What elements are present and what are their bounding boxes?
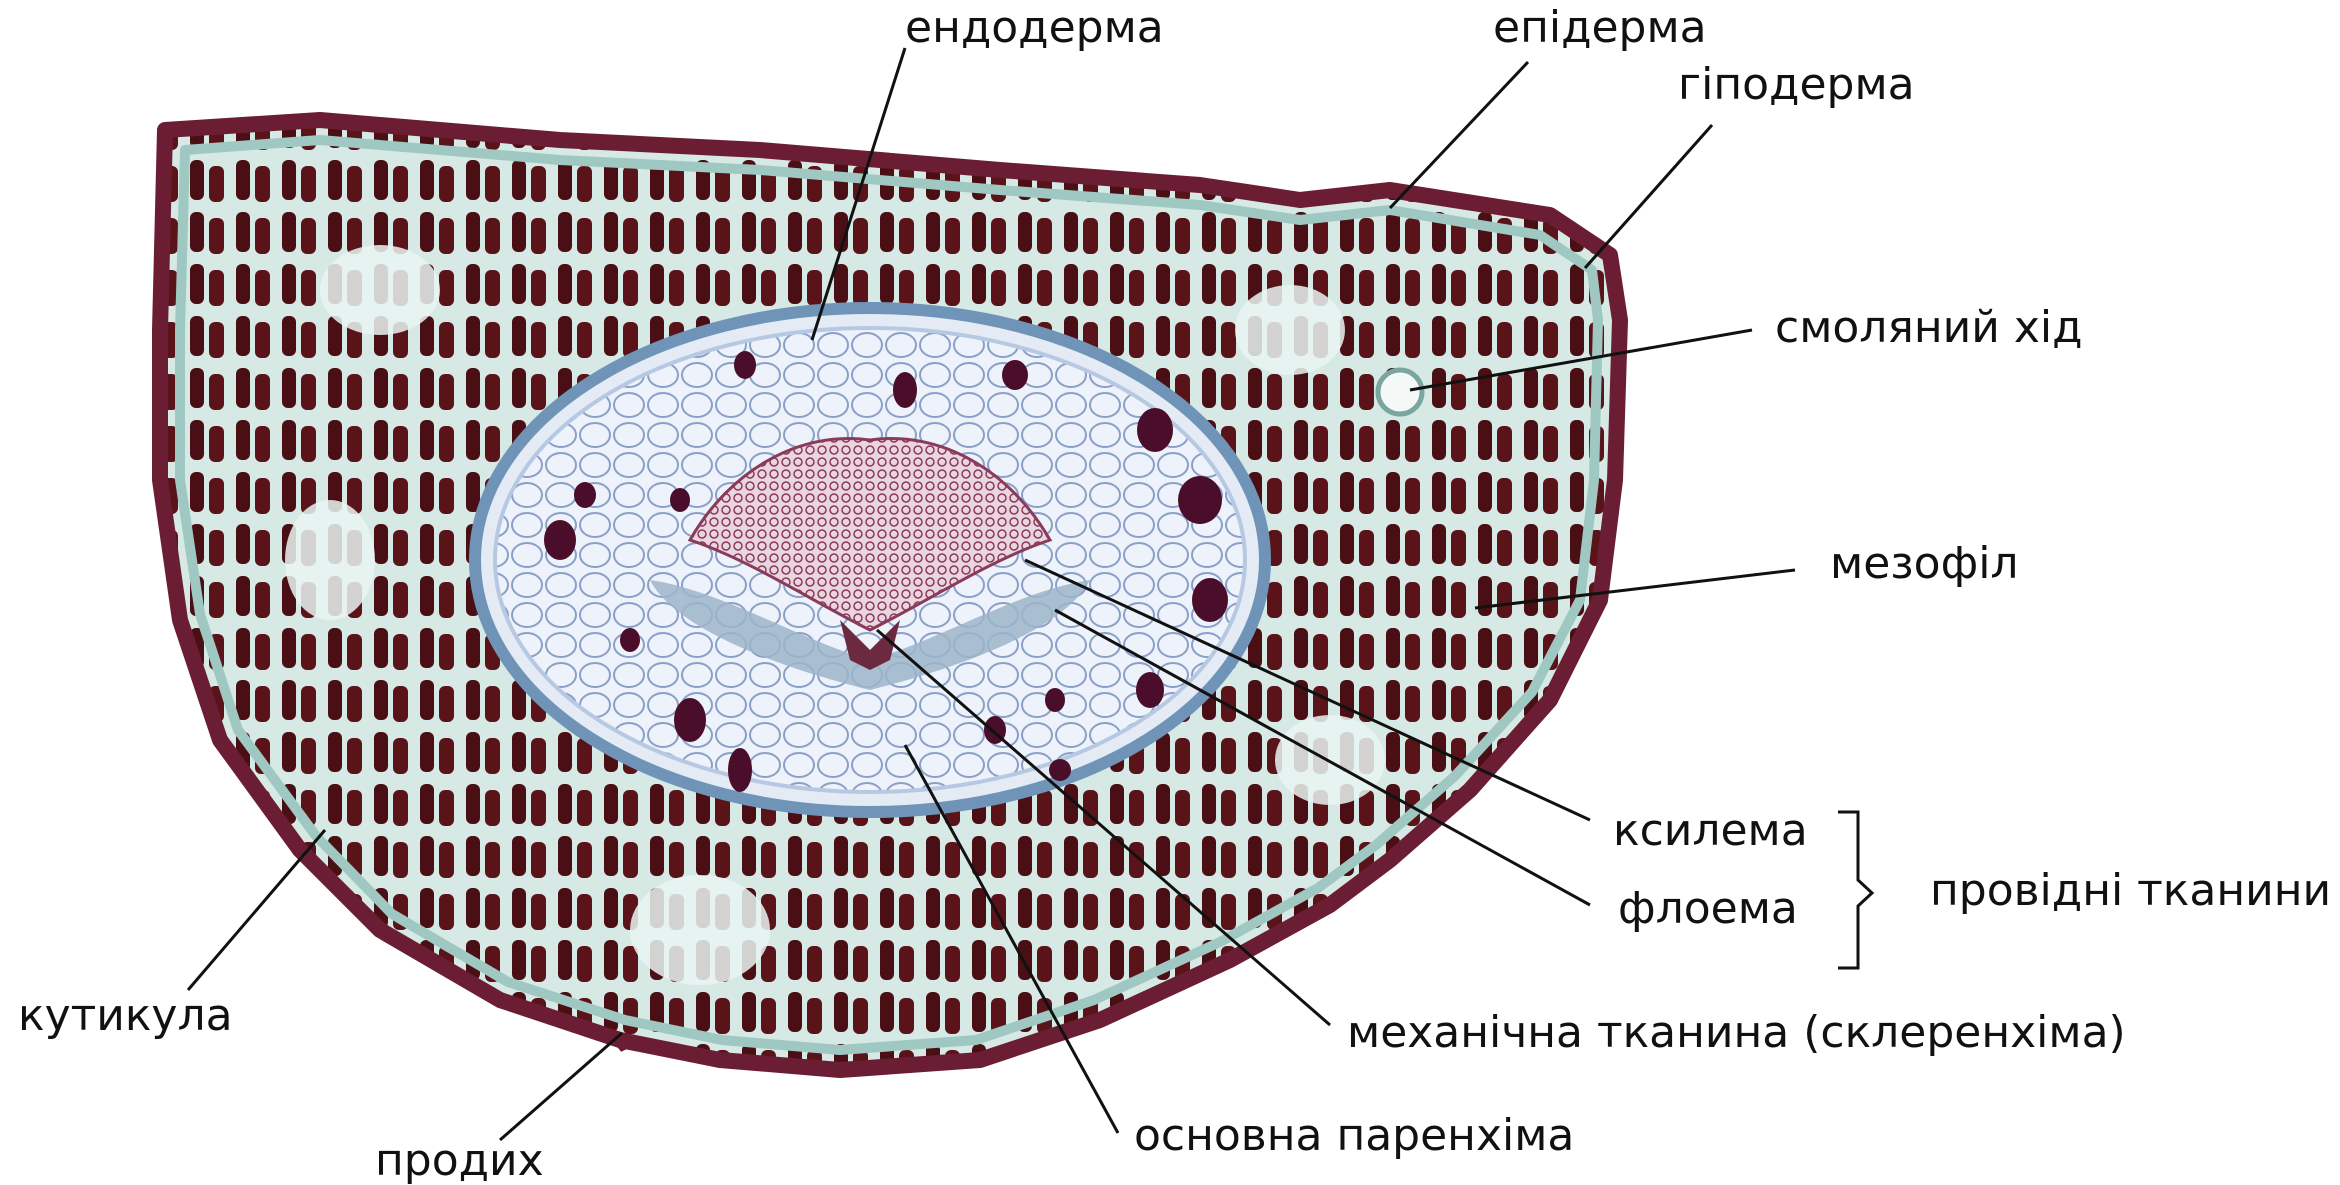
label-xylem: ксилема [1613, 805, 1808, 856]
tannin-cell [1045, 688, 1065, 712]
label-conducting-tissues: провідні тканини [1930, 865, 2331, 916]
conducting-tissues-bracket [1838, 812, 1872, 968]
label-resin-duct: смоляний хід [1775, 302, 2083, 353]
tannin-cell [1178, 476, 1222, 524]
resin-duct [1378, 370, 1422, 414]
label-cuticle: кутикула [18, 990, 233, 1041]
mesophyll-pale-patch [1235, 285, 1345, 375]
needle-section [160, 120, 1620, 1070]
label-sclerenchyma: механічна тканина (склеренхіма) [1347, 1007, 2126, 1058]
tannin-cell [1049, 759, 1071, 781]
leader-line-cuticle [188, 830, 325, 990]
leader-line-epidermis [1390, 62, 1528, 208]
mesophyll-pale-patch [285, 500, 375, 620]
tannin-cell [620, 628, 640, 652]
leader-line-stoma [500, 1033, 622, 1140]
mesophyll-pale-patch [630, 875, 770, 985]
tannin-cell [1192, 578, 1228, 622]
label-ground-parenchyma: основна паренхіма [1134, 1110, 1574, 1161]
tannin-cell [574, 482, 596, 508]
tannin-cell [670, 488, 690, 512]
tannin-cell [734, 351, 756, 379]
tannin-cell [1136, 672, 1164, 708]
label-stoma: продих [375, 1135, 544, 1185]
label-hypodermis: гіподерма [1678, 59, 1915, 110]
tannin-cell [893, 372, 917, 408]
label-phloem: флоема [1618, 883, 1798, 934]
label-mesophyll: мезофіл [1830, 538, 2019, 589]
mesophyll-pale-patch [320, 245, 440, 335]
tannin-cell [1002, 360, 1028, 390]
label-endoderm: ендодерма [905, 2, 1164, 53]
tannin-cell [1137, 408, 1173, 452]
tannin-cell [544, 520, 576, 560]
tannin-cell [728, 748, 752, 792]
tannin-cell [674, 698, 706, 742]
leader-line-hypodermis [1585, 125, 1712, 268]
label-epidermis: епідерма [1493, 2, 1707, 53]
